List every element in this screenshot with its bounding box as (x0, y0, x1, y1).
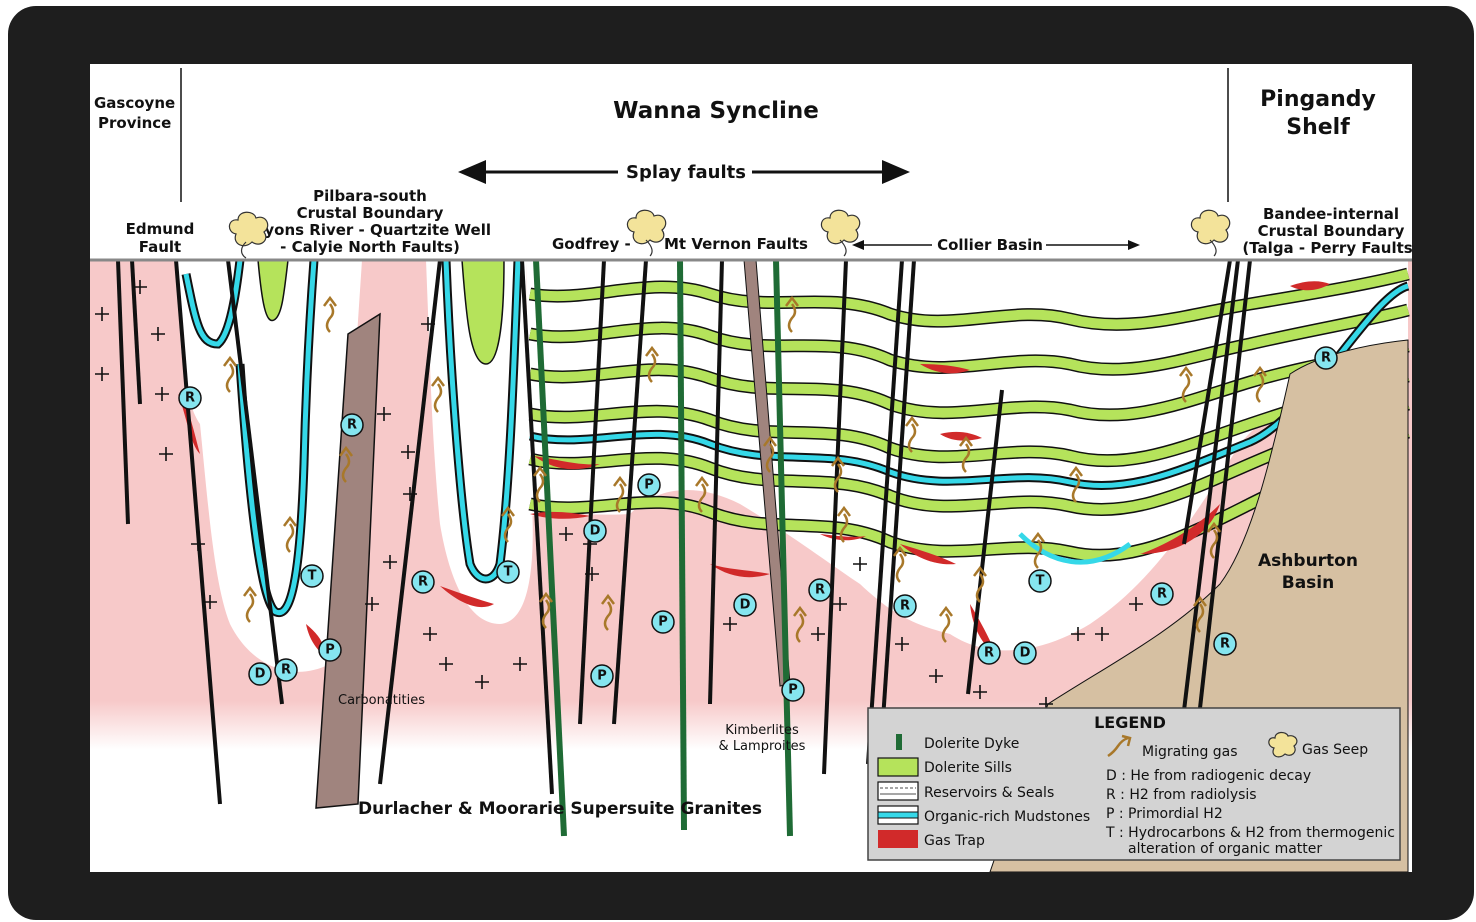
gas-source-badge-t: T (1029, 570, 1051, 592)
gas-source-badge-r: R (894, 595, 916, 617)
pilbara-label-line1: Pilbara-south (313, 187, 427, 205)
legend-swatch-dyke (896, 734, 902, 750)
gascoyne-label-line1: Gascoyne (94, 94, 175, 112)
legend-label-reservoir: Reservoirs & Seals (924, 785, 1054, 801)
badge-letter: P (788, 683, 798, 698)
badge-letter: R (185, 391, 195, 406)
badge-letter: P (597, 669, 607, 684)
edmund-fault-label-line1: Edmund (126, 220, 195, 238)
gas-source-badge-r: R (1151, 583, 1173, 605)
legend-label-migrating-gas: Migrating gas (1142, 744, 1238, 760)
legend-label-trap: Gas Trap (924, 833, 985, 849)
gas-source-badge-p: P (782, 679, 804, 701)
legend-label-gas-seep: Gas Seep (1302, 742, 1368, 758)
legend-label-dyke: Dolerite Dyke (924, 736, 1019, 752)
kimberlites-label-line2: & Lamproites (719, 739, 806, 754)
legend-title: LEGEND (1094, 713, 1166, 732)
wanna-syncline-title: Wanna Syncline (613, 98, 819, 124)
badge-letter: D (590, 524, 601, 539)
legend-label-sill: Dolerite Sills (924, 760, 1012, 776)
legend-swatch-trap (878, 830, 918, 848)
gas-source-badge-r: R (341, 414, 363, 436)
legend-label-mudstone: Organic-rich Mudstones (924, 809, 1090, 825)
badge-letter: R (1321, 351, 1331, 366)
mt-vernon-label: Mt Vernon Faults (664, 235, 808, 253)
bandee-label-line2: Crustal Boundary (1258, 222, 1405, 240)
legend-code-p: P : Primordial H2 (1106, 806, 1223, 822)
badge-letter: R (418, 575, 428, 590)
badge-letter: R (347, 418, 357, 433)
gas-source-badge-t: T (301, 565, 323, 587)
legend-code-r: R : H2 from radiolysis (1106, 787, 1257, 803)
pilbara-label-line4: - Calyie North Faults) (280, 238, 460, 256)
badge-letter: D (1020, 646, 1031, 661)
legend-swatch-mudstone (878, 806, 918, 824)
granites-label: Durlacher & Moorarie Supersuite Granites (358, 799, 762, 819)
badge-letter: P (658, 615, 668, 630)
gas-source-badge-d: D (1014, 642, 1036, 664)
gas-source-badge-p: P (319, 639, 341, 661)
legend-code-t: T : Hydrocarbons & H2 from thermogenic (1105, 825, 1395, 841)
kimberlites-label-line1: Kimberlites (725, 723, 799, 738)
gas-source-badge-d: D (249, 663, 271, 685)
carbonatities-label: Carbonatities (338, 693, 425, 708)
badge-letter: R (900, 599, 910, 614)
bandee-label-line3: (Talga - Perry Faults) (1242, 239, 1412, 257)
gas-source-badge-r: R (978, 642, 1000, 664)
gas-source-badge-r: R (1214, 633, 1236, 655)
badge-letter: R (281, 663, 291, 678)
gascoyne-label-line2: Province (98, 114, 171, 132)
pingandy-label-line1: Pingandy (1260, 87, 1376, 112)
gas-source-badge-p: P (652, 611, 674, 633)
splay-faults-label: Splay faults (626, 162, 746, 183)
badge-letter: R (984, 646, 994, 661)
legend-code-d: D : He from radiogenic decay (1106, 768, 1311, 784)
collier-basin-label: Collier Basin (937, 236, 1043, 254)
legend: LEGEND Dolerite Dyke Dolerite Sills Rese… (868, 708, 1400, 860)
gas-source-badge-r: R (179, 387, 201, 409)
gas-source-badge-r: R (809, 579, 831, 601)
badge-letter: T (504, 565, 513, 580)
pilbara-label-line3: (Lyons River - Quartzite Well (249, 221, 491, 239)
dolerite-dyke (680, 260, 684, 830)
gas-source-badge-p: P (638, 474, 660, 496)
pilbara-label-line2: Crustal Boundary (297, 204, 444, 222)
gas-source-badge-d: D (584, 520, 606, 542)
pingandy-label-line2: Shelf (1286, 115, 1350, 140)
gas-source-badge-r: R (1315, 347, 1337, 369)
gas-source-badge-r: R (275, 659, 297, 681)
badge-letter: P (325, 643, 335, 658)
gas-source-badge-d: D (734, 594, 756, 616)
gas-source-badge-t: T (497, 561, 519, 583)
cross-section-diagram: Gascoyne Province Wanna Syncline Pingand… (90, 64, 1412, 872)
badge-letter: R (815, 583, 825, 598)
ashburton-label-line1: Ashburton (1258, 551, 1358, 571)
badge-letter: R (1157, 587, 1167, 602)
badge-letter: P (644, 478, 654, 493)
gas-source-badge-p: P (591, 665, 613, 687)
ashburton-label-line2: Basin (1282, 573, 1334, 593)
edmund-fault-label-line2: Fault (139, 238, 181, 256)
legend-swatch-sill (878, 758, 918, 776)
legend-swatch-reservoir (878, 782, 918, 800)
badge-letter: D (255, 667, 266, 682)
badge-letter: T (308, 569, 317, 584)
gas-source-badge-r: R (412, 571, 434, 593)
bandee-label-line1: Bandee-internal (1263, 205, 1399, 223)
godfrey-label: Godfrey - (552, 235, 631, 253)
badge-letter: T (1036, 574, 1045, 589)
badge-letter: D (740, 598, 751, 613)
legend-code-t-cont: alteration of organic matter (1128, 841, 1322, 857)
badge-letter: R (1220, 637, 1230, 652)
